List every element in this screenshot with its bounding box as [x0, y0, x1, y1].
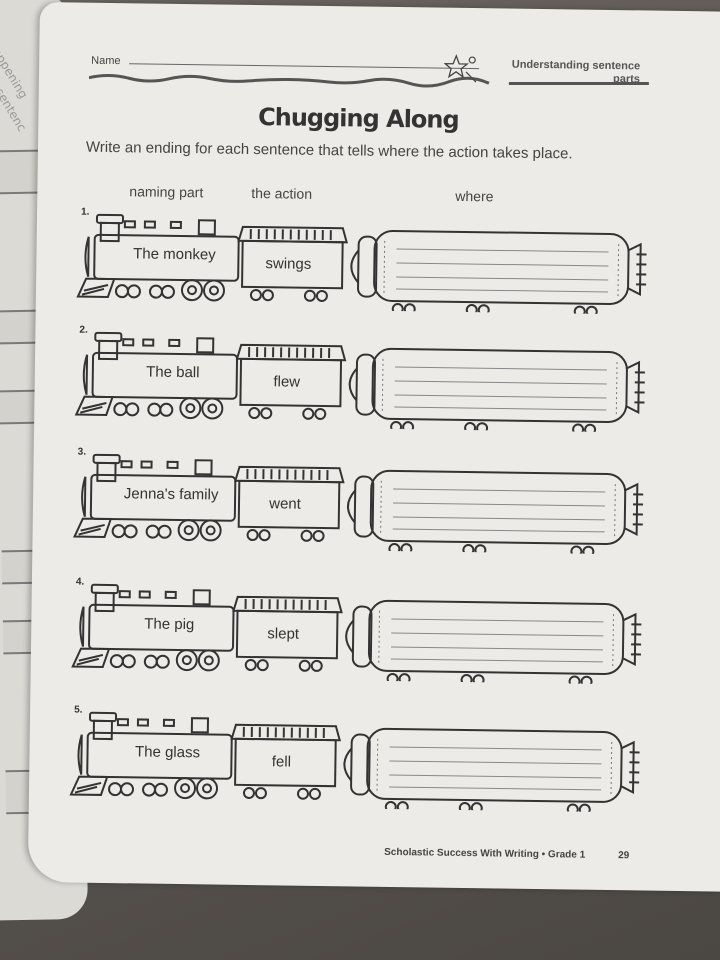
name-line[interactable] [129, 63, 480, 70]
sentence-row: 1. [74, 207, 655, 315]
answer-writing-area[interactable] [387, 611, 608, 666]
train-icon [72, 453, 644, 555]
sentence-row: 5. [67, 704, 648, 813]
train-icon [69, 711, 640, 813]
subject-text: Jenna's family [123, 485, 219, 504]
column-header-naming: naming part [129, 183, 204, 201]
subject-text: The pig [144, 615, 195, 634]
verb-text: swings [265, 255, 312, 273]
verb-text: fell [271, 753, 292, 771]
sentence-row: 3. [70, 446, 651, 555]
verb-text: flew [273, 373, 301, 391]
train-icon [71, 583, 642, 685]
column-header-where: where [455, 187, 494, 205]
answer-writing-area[interactable] [385, 739, 606, 794]
train-icon [76, 213, 647, 315]
sentence-row: 4. [69, 576, 650, 685]
footer-book: Scholastic Success With Writing • Grade … [384, 846, 586, 861]
answer-writing-area[interactable] [390, 359, 611, 414]
header-decoration [88, 73, 649, 88]
skill-label: Understanding sentence parts [511, 58, 641, 86]
page-title: Chugging Along [257, 103, 459, 134]
sentence-row: 2. [72, 324, 653, 433]
answer-writing-area[interactable] [389, 481, 610, 536]
verb-text: went [269, 495, 301, 513]
name-label: Name [91, 54, 121, 68]
subject-text: The glass [134, 743, 201, 762]
subject-text: The monkey [133, 245, 216, 264]
worksheet-page: Name Understanding sentence parts Chuggi… [27, 2, 720, 892]
page-number: 29 [618, 850, 630, 862]
subject-text: The ball [146, 363, 200, 382]
answer-writing-area[interactable] [392, 241, 613, 296]
verb-text: slept [267, 625, 300, 643]
train-icon [74, 331, 645, 433]
instructions: Write an ending for each sentence that t… [85, 138, 573, 163]
column-header-action: the action [251, 184, 313, 202]
star-icon [443, 53, 477, 83]
